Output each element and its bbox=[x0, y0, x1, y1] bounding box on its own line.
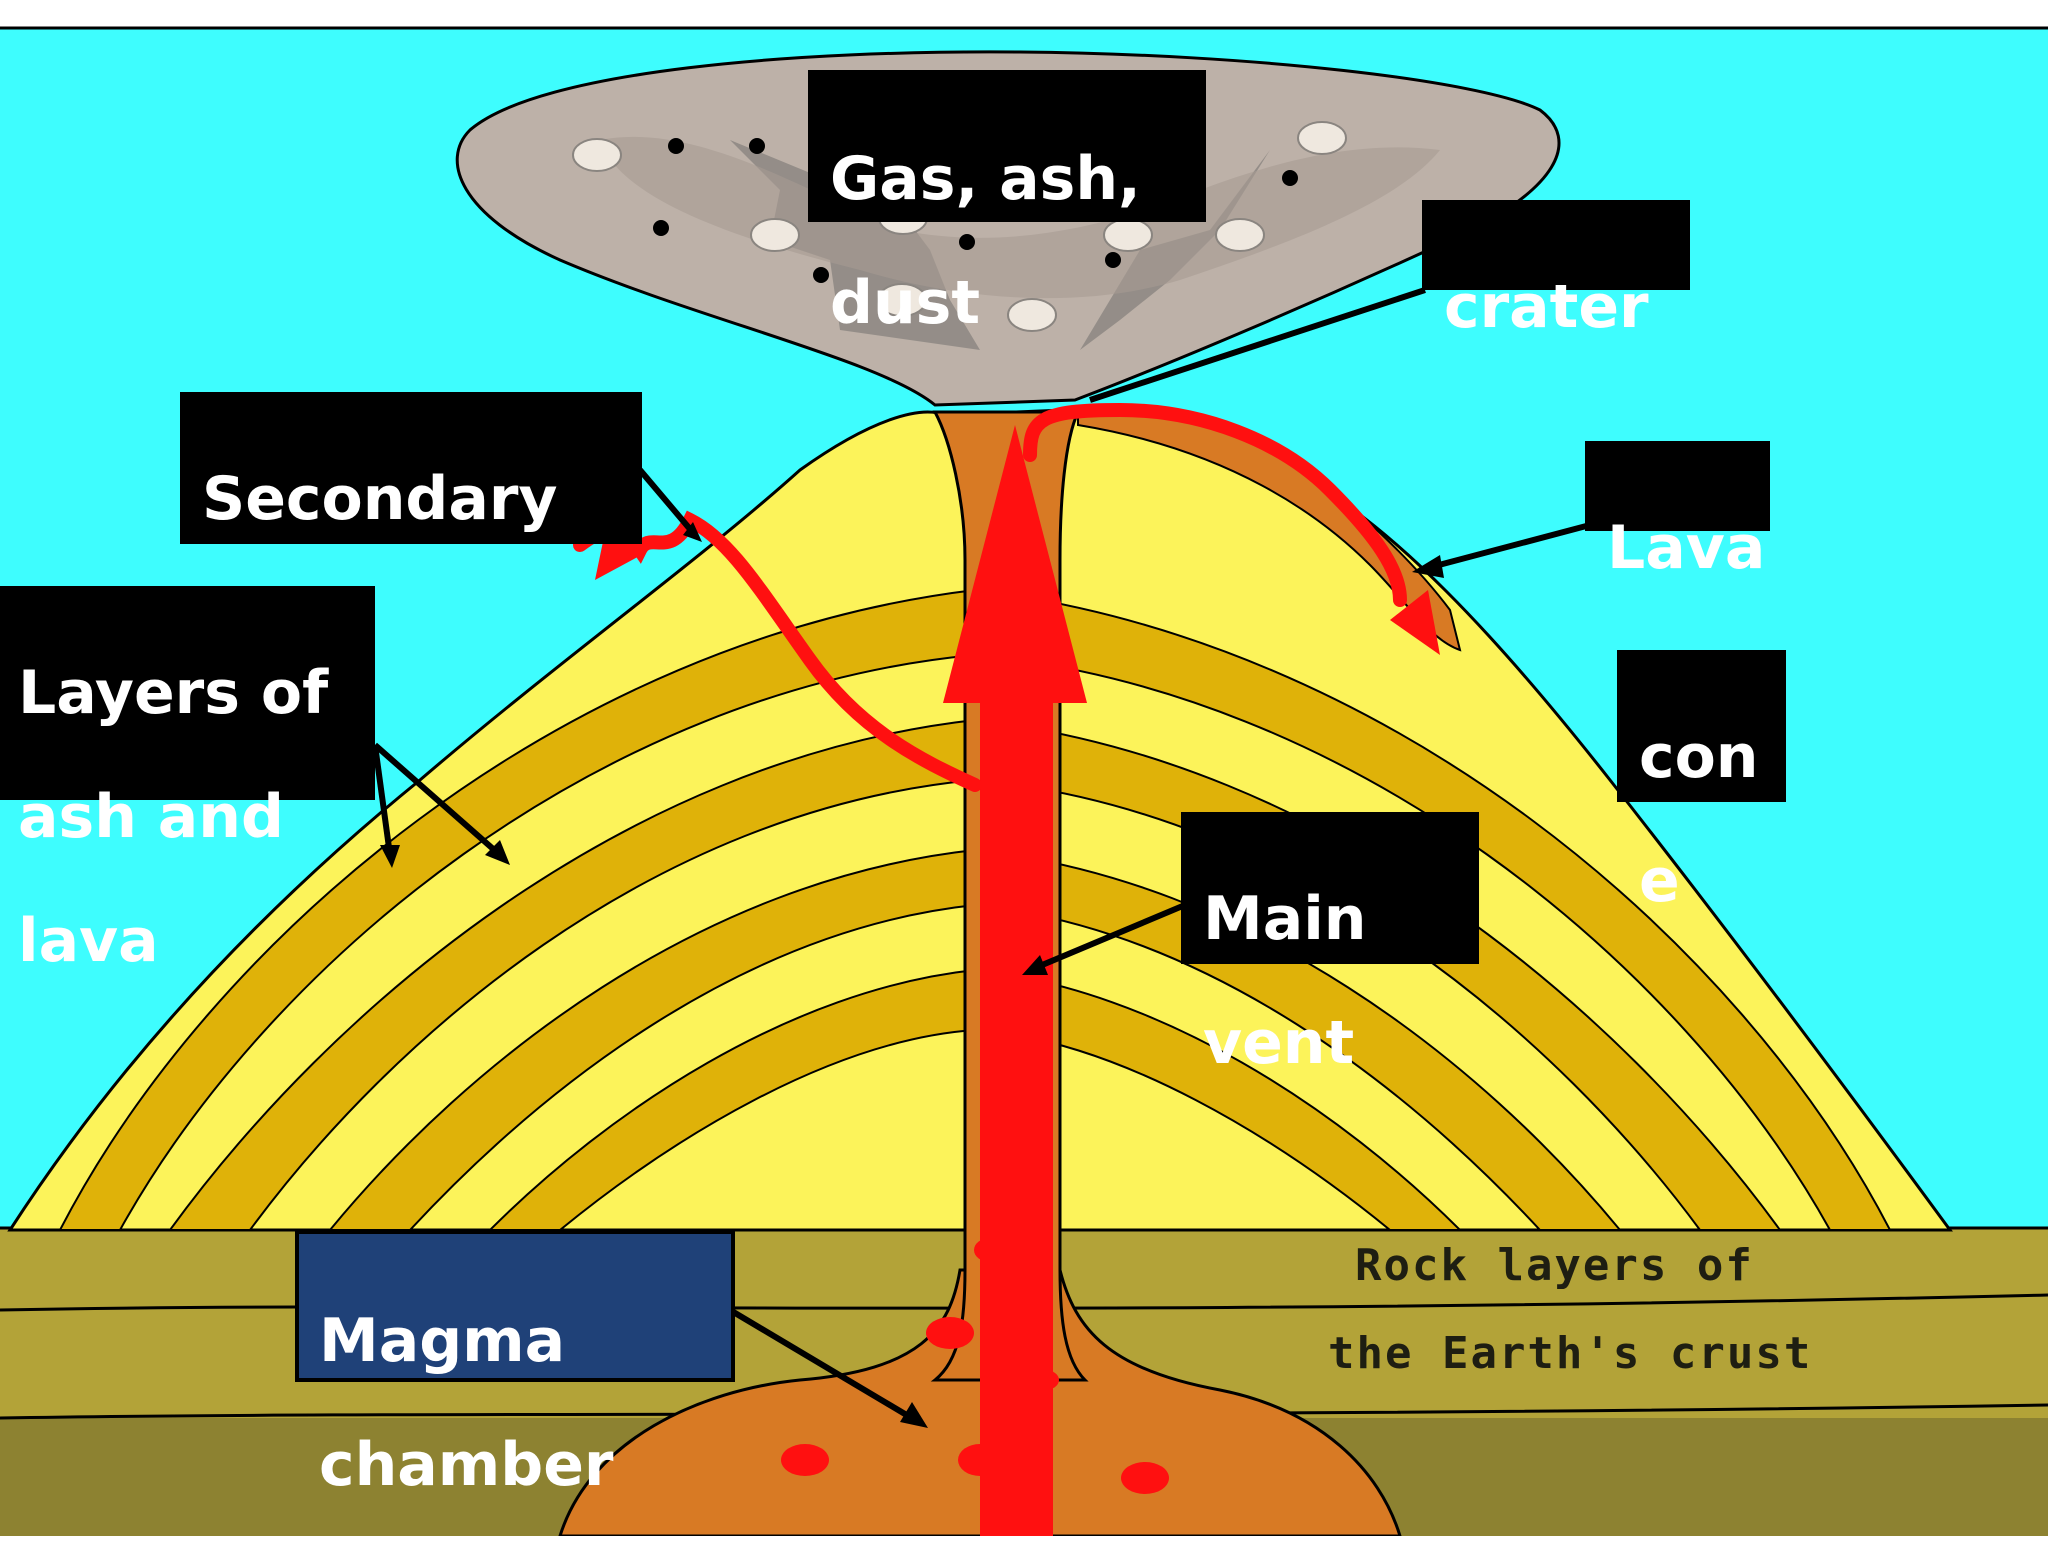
ash-cloud bbox=[455, 50, 1561, 407]
label-gas-ash-dust-line1: Gas, ash, bbox=[830, 144, 1141, 214]
label-rock-layers-line2: the Earth's crust bbox=[1328, 1328, 1813, 1379]
label-magma-chamber: Magma chamber bbox=[295, 1230, 735, 1496]
label-cone-line1: con bbox=[1639, 722, 1759, 792]
label-magma-chamber-line1: Magma bbox=[319, 1306, 566, 1376]
label-main-vent-line1: Main bbox=[1203, 884, 1367, 954]
label-gas-ash-dust: Gas, ash, dust bbox=[808, 70, 1206, 334]
label-layers-line1: Layers of bbox=[18, 658, 329, 728]
label-crater-text: crater bbox=[1444, 272, 1649, 342]
label-crater: crater bbox=[1422, 200, 1690, 338]
label-layers-line3: lava bbox=[18, 906, 159, 976]
main-vent-arrow bbox=[943, 425, 1087, 1536]
label-main-vent: Main vent bbox=[1181, 812, 1479, 1074]
label-gas-ash-dust-line2: dust bbox=[830, 268, 981, 338]
label-cone: con e bbox=[1617, 650, 1786, 912]
label-magma-chamber-line2: chamber bbox=[319, 1430, 614, 1500]
label-cone-line2: e bbox=[1639, 846, 1680, 916]
lava-flow-arrow bbox=[1023, 402, 1407, 607]
label-lava-text: Lava bbox=[1607, 513, 1766, 583]
leader-arrows bbox=[372, 287, 1591, 1428]
label-secondary-cone-line1: Secondary bbox=[202, 464, 558, 534]
label-layers: Layers of ash and lava bbox=[0, 586, 375, 972]
label-main-vent-line2: vent bbox=[1203, 1008, 1355, 1078]
label-lava: Lava bbox=[1585, 441, 1770, 579]
label-layers-line2: ash and bbox=[18, 782, 284, 852]
label-rock-layers-line1: Rock layers of bbox=[1355, 1240, 1754, 1291]
